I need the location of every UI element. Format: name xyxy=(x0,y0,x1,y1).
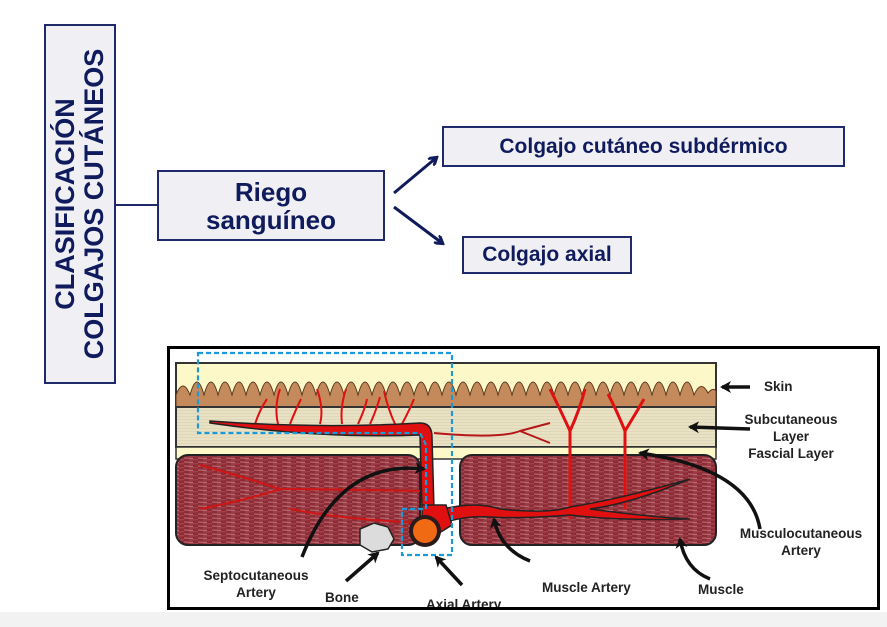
label-pointers xyxy=(300,381,762,587)
label-musculocutaneous-line2: Artery xyxy=(781,543,821,558)
flap-anatomy-illustration: Skin Subcutaneous Layer Fascial Layer Mu… xyxy=(167,346,880,610)
label-subcutaneous: Subcutaneous Layer Fascial Layer xyxy=(726,411,856,462)
axial-artery-lumen xyxy=(413,519,437,543)
blood-supply-box: Riego sanguíneo xyxy=(157,170,385,241)
label-septocutaneous-line2: Artery xyxy=(236,585,276,600)
blood-supply-line2: sanguíneo xyxy=(205,204,336,235)
subdermal-flap-label: Colgajo cutáneo subdérmico xyxy=(499,134,788,158)
label-musculocutaneous-line1: Musculocutaneous xyxy=(739,526,863,541)
muscle-pointer xyxy=(675,537,711,581)
muscle-left xyxy=(175,454,421,546)
label-skin: Skin xyxy=(764,379,793,394)
label-muscle: Muscle xyxy=(698,582,744,597)
anatomy-drawing xyxy=(175,351,762,587)
axial-flap-highlight xyxy=(196,351,454,557)
classification-title-line2: COLGAJOS CUTÁNEOS xyxy=(79,48,109,360)
label-musculocutaneous: Musculocutaneous Artery xyxy=(716,525,877,559)
subcutaneous-pointer xyxy=(688,421,751,434)
subcutaneous-vessel xyxy=(433,422,551,444)
skin-epidermis xyxy=(175,381,717,408)
label-septocutaneous: Septocutaneous Artery xyxy=(192,567,320,601)
label-subcutaneous-line2: Layer xyxy=(772,429,810,444)
muscle-right xyxy=(459,454,717,546)
label-muscle-artery: Muscle Artery xyxy=(542,580,631,595)
blood-supply-line1: Riego xyxy=(234,176,308,207)
bone xyxy=(359,522,395,553)
axial-artery-pointer xyxy=(434,555,464,587)
label-axial-artery: Axial Artery xyxy=(426,597,502,610)
bone-pointer xyxy=(344,551,380,583)
musculocutaneous-pointer xyxy=(638,448,762,530)
label-fascial: Fascial Layer xyxy=(748,446,834,461)
classification-title: CLASIFICACIÓN COLGAJOS CUTÁNEOS xyxy=(50,48,109,360)
classification-root-box: CLASIFICACIÓN COLGAJOS CUTÁNEOS xyxy=(44,24,116,384)
subdermal-vessels xyxy=(254,388,415,425)
musculocutaneous-vessels xyxy=(548,388,646,519)
axial-flap-label: Colgajo axial xyxy=(482,243,612,266)
label-subcutaneous-line1: Subcutaneous xyxy=(744,412,838,427)
septocutaneous-pointer xyxy=(300,461,426,558)
subdermal-flap-box: Colgajo cutáneo subdérmico xyxy=(442,126,845,167)
label-septocutaneous-line1: Septocutaneous xyxy=(203,568,309,583)
axial-flap-box: Colgajo axial xyxy=(462,236,632,274)
arrow-to-axial xyxy=(393,205,442,243)
label-bone: Bone xyxy=(325,590,359,605)
classification-title-line1: CLASIFICACIÓN xyxy=(50,98,80,310)
muscle-artery-pointer xyxy=(489,517,531,563)
muscle-artery xyxy=(424,478,691,528)
arrow-to-subdermal xyxy=(393,158,436,195)
bottom-strip xyxy=(0,612,887,627)
